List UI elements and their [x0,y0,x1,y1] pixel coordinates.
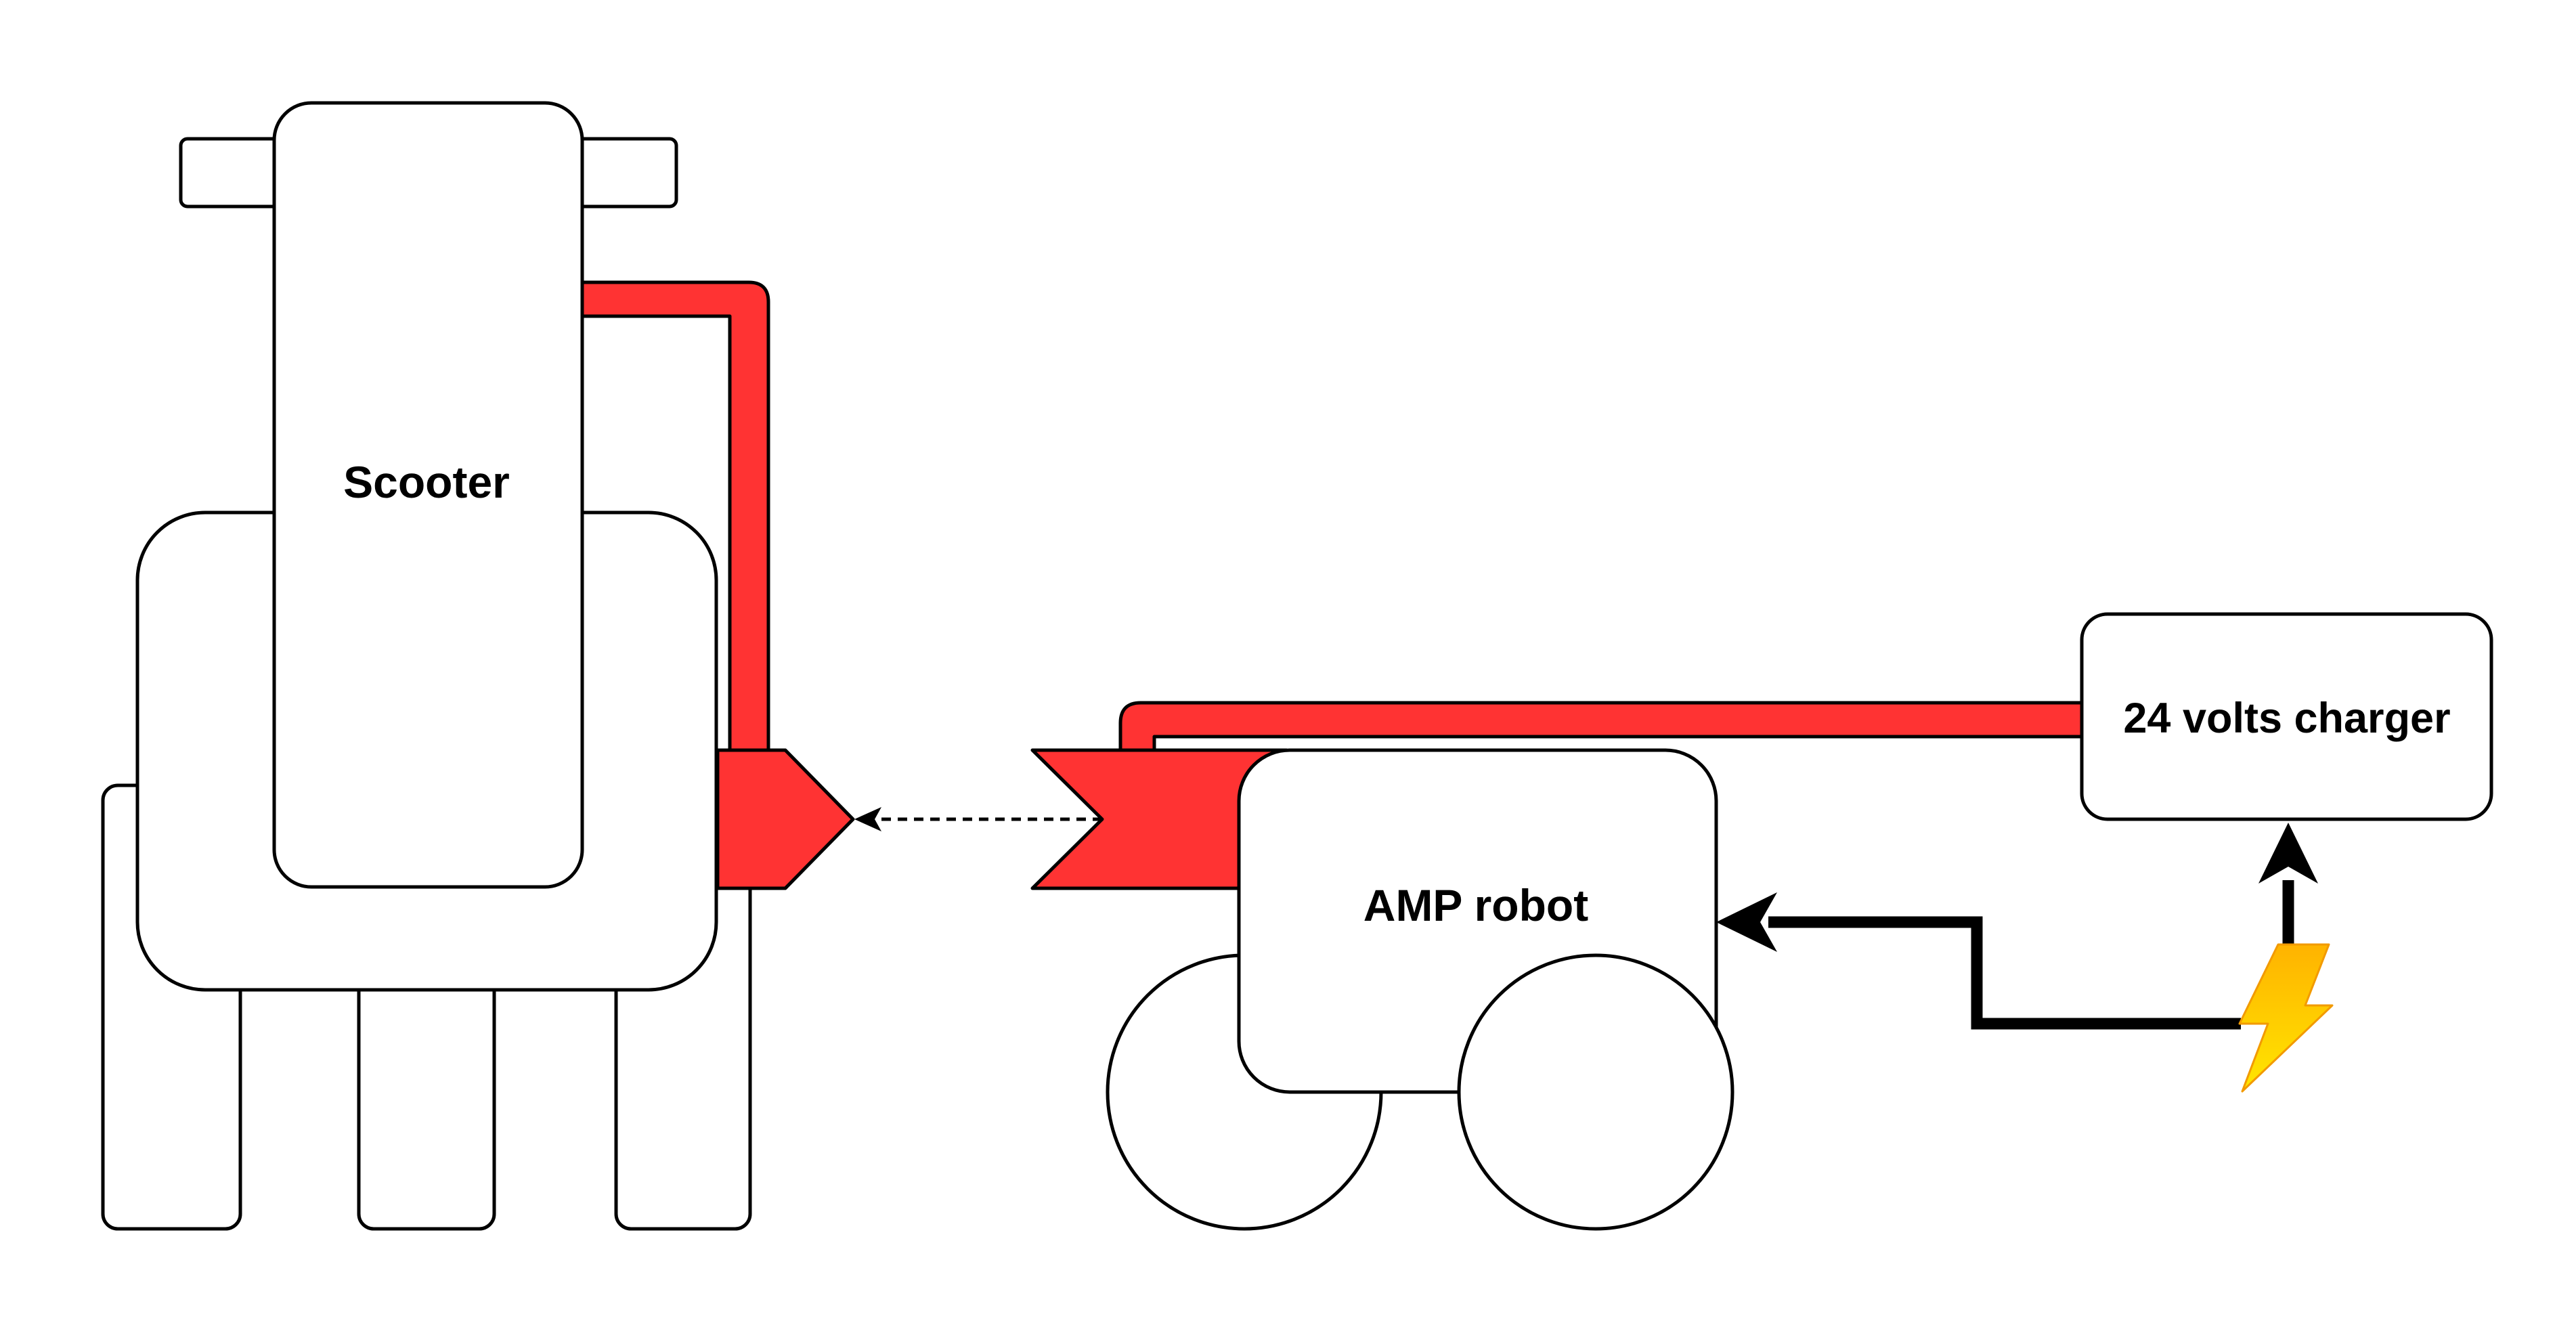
scooter-label: Scooter [343,457,510,507]
charger-box [2080,612,2493,821]
scooter-connector [716,748,855,890]
amp-robot [1106,748,1734,1231]
robot-charging-cable [1118,701,2084,752]
robot-label: AMP robot [1363,880,1588,930]
docking-arrow-head [854,807,881,831]
power-arrow-to-charger [2258,823,2318,884]
lightning-bolt-icon [2238,943,2334,1093]
robot-right-wheel [1457,953,1734,1231]
robot-connector [1030,748,1288,890]
scooter [101,101,752,1231]
power-arrow-to-robot [1716,892,1777,952]
power-line-to-robot [1768,916,2241,1030]
scooter-cable [580,280,770,752]
scooter-body [272,101,584,889]
charger-label: 24 volts charger [2123,695,2450,742]
